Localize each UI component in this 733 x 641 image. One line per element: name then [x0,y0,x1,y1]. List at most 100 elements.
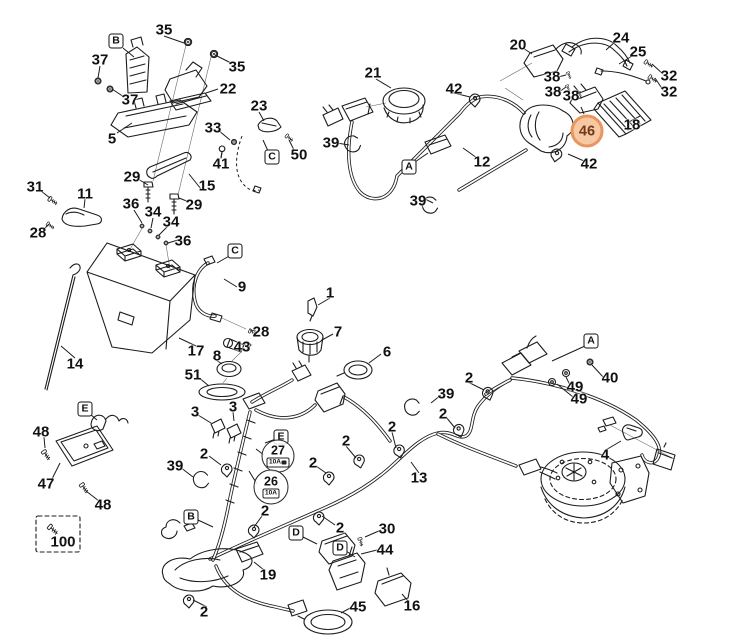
part-callout-35[interactable]: 35 [228,58,246,76]
part-callout-12[interactable]: 12 [473,153,491,171]
part-callout-29[interactable]: 29 [123,168,141,186]
part-callout-32[interactable]: 32 [660,83,678,101]
part-callout-39[interactable]: 39 [166,457,184,475]
part-callout-25[interactable]: 25 [629,43,647,61]
part-callout-39[interactable]: 39 [437,385,455,403]
relay-group [318,532,412,607]
part-callout-14[interactable]: 14 [66,355,84,373]
part-callout-16[interactable]: 16 [403,597,421,615]
part-callout-30[interactable]: 30 [378,520,396,538]
harness-12-group [190,87,574,490]
part-callout-4[interactable]: 4 [600,446,610,464]
part-callout-38[interactable]: 38 [562,87,580,105]
top-right-group [523,37,659,138]
connector-cluster-group [501,335,594,387]
part-callout-42[interactable]: 42 [445,80,463,98]
part-callout-9[interactable]: 9 [237,278,247,296]
section-marker-D: D [332,540,348,556]
cable-9-group [198,255,258,401]
part-callout-29[interactable]: 29 [185,196,203,214]
part-callout-6[interactable]: 6 [382,343,392,361]
section-marker-E: E [77,401,93,417]
highlighted-part-callout-46[interactable]: 46 [570,114,604,148]
part-callout-23[interactable]: 23 [250,97,268,115]
part-callout-28[interactable]: 28 [252,323,270,341]
part-callout-21[interactable]: 21 [364,64,382,82]
flywheel-group [518,416,676,524]
part-callout-24[interactable]: 24 [612,29,630,47]
part-callout-35[interactable]: 35 [155,21,173,39]
cables [192,94,662,613]
part-callout-19[interactable]: 19 [259,566,277,584]
part-callout-38[interactable]: 38 [544,83,562,101]
part-callout-49[interactable]: 49 [570,390,588,408]
part-callout-49[interactable]: 49 [566,378,584,396]
fuse-rating-badge: 10A [262,488,280,499]
part-callout-28[interactable]: 28 [29,224,47,242]
part-callout-2[interactable]: 2 [335,519,345,537]
part-callout-2[interactable]: 2 [464,369,474,387]
part-callout-38[interactable]: 38 [543,68,561,86]
part-callout-47[interactable]: 47 [37,475,55,493]
part-callout-8[interactable]: 8 [212,347,222,365]
part-callout-37[interactable]: 37 [121,91,139,109]
part-callout-2[interactable]: 2 [199,603,209,621]
bracket-seat-group [160,519,353,635]
part-callout-100[interactable]: 100 [50,533,76,551]
part-callout-2[interactable]: 2 [199,445,209,463]
part-callout-40[interactable]: 40 [601,369,619,387]
part-callout-51[interactable]: 51 [184,366,202,384]
section-marker-D: D [288,525,304,541]
part-callout-5[interactable]: 5 [107,130,117,148]
rod-11-group [45,195,103,231]
part-callout-2[interactable]: 2 [308,454,318,472]
part-callout-2[interactable]: 2 [438,405,448,423]
part-callout-41[interactable]: 41 [212,155,230,173]
module-47-group [40,414,129,495]
part-callout-33[interactable]: 33 [204,119,222,137]
section-marker-A: A [401,159,417,175]
part-callout-34[interactable]: 34 [162,213,180,231]
part-callout-15[interactable]: 15 [198,177,216,195]
part-callout-43[interactable]: 43 [233,338,251,356]
section-marker-B: B [183,509,199,525]
part-callout-32[interactable]: 32 [660,67,678,85]
part-callout-48[interactable]: 48 [94,496,112,514]
part-callout-3[interactable]: 3 [228,398,238,416]
part-callout-50[interactable]: 50 [290,146,308,164]
section-marker-C: C [227,243,243,259]
part-callout-37[interactable]: 37 [91,51,109,69]
part-callout-17[interactable]: 17 [187,342,205,360]
part-callout-39[interactable]: 39 [409,192,427,210]
part-callout-11[interactable]: 11 [77,185,93,203]
part-callout-44[interactable]: 44 [376,541,394,559]
part-callout-42[interactable]: 42 [580,155,598,173]
part-callout-48[interactable]: 48 [32,423,50,441]
part-callout-2[interactable]: 2 [260,502,270,520]
construction-lines [128,44,675,460]
part-callout-3[interactable]: 3 [190,403,200,421]
part-callout-34[interactable]: 34 [144,203,162,221]
part-callout-45[interactable]: 45 [349,598,367,616]
leader-lines [40,35,664,614]
part-callout-1[interactable]: 1 [325,284,335,302]
part-callout-39[interactable]: 39 [322,134,340,152]
part-callout-22[interactable]: 22 [219,80,237,98]
part-callout-36[interactable]: 36 [122,195,140,213]
service-kit-100-box [35,515,81,553]
part-callout-2[interactable]: 2 [341,432,351,450]
part-callout-36[interactable]: 36 [174,232,192,250]
part-callout-31[interactable]: 31 [26,178,44,196]
part-callout-13[interactable]: 13 [410,469,428,487]
fuse-part-number: 26 [264,474,278,489]
part-callout-18[interactable]: 18 [623,116,641,134]
bracket-assembly-top-left [94,36,219,215]
part-callout-7[interactable]: 7 [333,323,343,341]
section-marker-C: C [264,149,280,165]
part-callout-20[interactable]: 20 [509,36,527,54]
part-callout-2[interactable]: 2 [387,418,397,436]
